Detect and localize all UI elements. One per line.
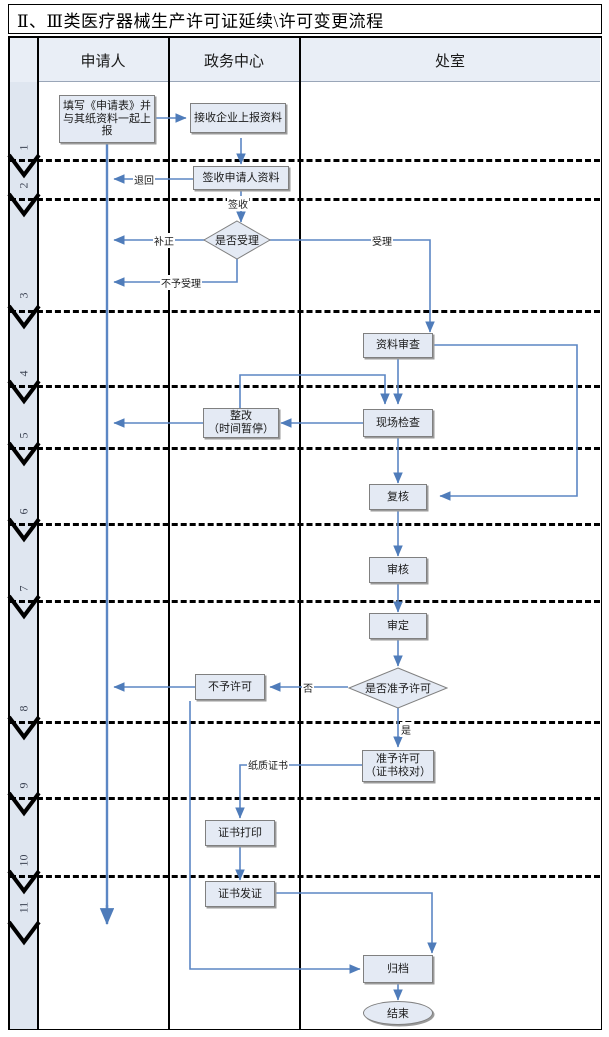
edge-label-not-accept: 不予受理 xyxy=(160,275,202,290)
node-accept-decision-label: 是否受理 xyxy=(215,235,259,247)
edge-label-paper-cert: 纸质证书 xyxy=(247,757,289,772)
swimlane-frame xyxy=(8,36,602,1030)
node-rectify-label: 整改 （时间暂停） xyxy=(208,410,274,435)
edge-label-accept: 受理 xyxy=(371,233,393,248)
page-title: Ⅱ、Ⅲ类医疗器械生产许可证延续\许可变更流程 xyxy=(17,11,384,31)
lane-number-8: 8 xyxy=(16,705,31,712)
node-end[interactable]: 结束 xyxy=(363,1001,433,1025)
node-no-permit[interactable]: 不予许可 xyxy=(195,674,265,700)
node-rectify[interactable]: 整改 （时间暂停） xyxy=(203,408,279,438)
edge-label-yes: 是 xyxy=(400,722,412,737)
lane-number-10: 10 xyxy=(16,854,31,867)
edge-label-no: 否 xyxy=(302,680,314,695)
column-header-department: 处室 xyxy=(300,38,600,82)
lane-divider-6 xyxy=(10,523,600,526)
node-audit[interactable]: 审核 xyxy=(369,557,427,583)
lane-number-1: 1 xyxy=(16,144,31,151)
lane-divider-2 xyxy=(10,198,600,201)
header-divider xyxy=(38,81,600,82)
lane-number-4: 4 xyxy=(16,370,31,377)
edge-label-sign: 签收 xyxy=(227,196,249,211)
column-header-applicant: 申请人 xyxy=(38,38,168,82)
node-grant-permit[interactable]: 准予许可 （证书校对） xyxy=(362,750,434,782)
column-divider-0 xyxy=(37,38,39,1029)
node-receive-docs[interactable]: 接收企业上报资料 xyxy=(190,103,286,133)
node-approve-review[interactable]: 审定 xyxy=(369,613,427,639)
lane-number-6: 6 xyxy=(16,508,31,515)
node-archive[interactable]: 归档 xyxy=(363,955,433,983)
lane-number-strip xyxy=(10,82,38,1029)
node-print-cert[interactable]: 证书打印 xyxy=(205,820,275,846)
edge-label-amend: 补正 xyxy=(153,233,175,248)
column-header-service-center: 政务中心 xyxy=(169,38,299,82)
lane-divider-3 xyxy=(10,310,600,313)
lane-number-7: 7 xyxy=(16,585,31,592)
lane-divider-4 xyxy=(10,385,600,388)
lane-divider-8 xyxy=(10,721,600,724)
node-fill-form[interactable]: 填写《申请表》并与其纸资料一起上报 xyxy=(59,95,155,143)
lane-divider-9 xyxy=(10,797,600,800)
node-doc-review[interactable]: 资料审查 xyxy=(363,333,433,358)
lane-divider-7 xyxy=(10,600,600,603)
edge-label-return: 退回 xyxy=(133,172,155,187)
lane-number-5: 5 xyxy=(16,432,31,439)
node-permit-decision-label: 是否准予许可 xyxy=(365,683,431,695)
chart-title-bar: Ⅱ、Ⅲ类医疗器械生产许可证延续\许可变更流程 xyxy=(8,4,602,34)
node-permit-decision[interactable]: 是否准予许可 xyxy=(348,667,448,709)
node-site-check[interactable]: 现场检查 xyxy=(363,409,433,437)
column-divider-1 xyxy=(168,38,170,1029)
node-grant-permit-label: 准予许可 （证书校对） xyxy=(365,753,431,778)
node-issue-cert[interactable]: 证书发证 xyxy=(205,881,275,907)
column-divider-2 xyxy=(299,38,301,1029)
lane-divider-1 xyxy=(10,159,600,162)
lane-number-3: 3 xyxy=(16,292,31,299)
lane-number-2: 2 xyxy=(16,182,31,189)
node-accept-decision[interactable]: 是否受理 xyxy=(203,220,271,260)
lane-divider-10 xyxy=(10,875,600,878)
lane-number-9: 9 xyxy=(16,782,31,789)
lane-divider-5 xyxy=(10,447,600,450)
node-recheck[interactable]: 复核 xyxy=(369,484,427,510)
lane-number-11: 11 xyxy=(16,901,31,914)
node-sign-receipt[interactable]: 签收申请人资料 xyxy=(193,166,289,190)
